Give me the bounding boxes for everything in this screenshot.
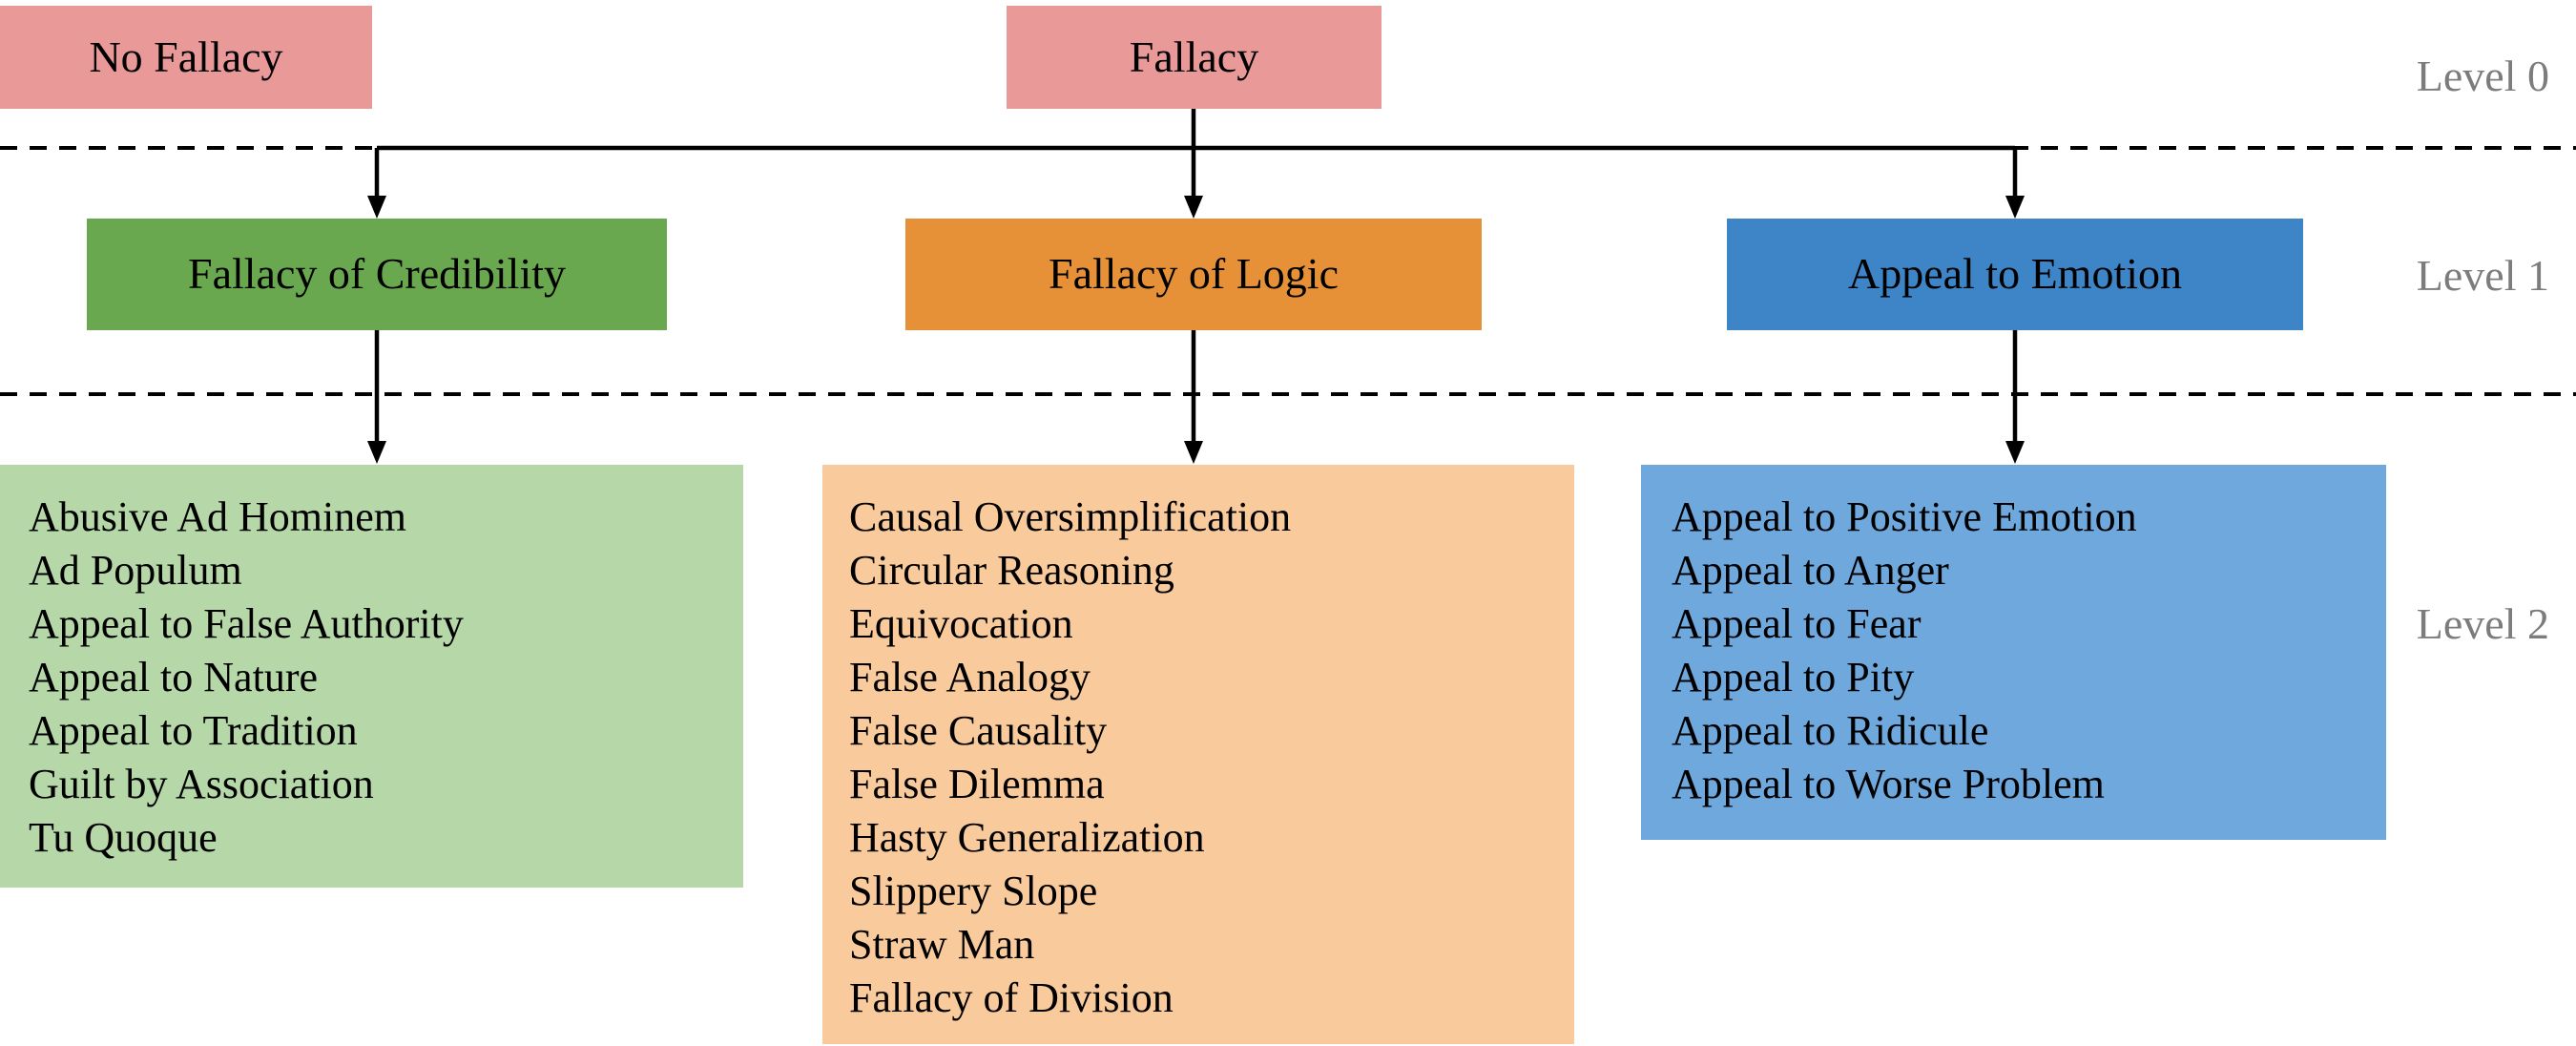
level-1-label: Level 1 [2416,251,2549,300]
level-0-label: Level 0 [2416,52,2549,100]
node-fallacy-of-credibility-label: Fallacy of Credibility [187,249,567,299]
node-fallacy-label: Fallacy [1129,31,1259,81]
list-item: Equivocation [849,600,1073,647]
node-no-fallacy: No Fallacy [0,6,372,109]
node-appeal-to-emotion-label: Appeal to Emotion [1847,249,2183,299]
arrowhead-credibility-to-list [367,441,386,464]
node-fallacy-of-logic-label: Fallacy of Logic [1048,249,1339,299]
arrowhead-logic-to-list [1184,441,1203,464]
list-item: False Dilemma [849,761,1105,807]
node-fallacy: Fallacy [1007,6,1381,109]
list-item: False Causality [849,707,1108,754]
arrowhead-to-credibility [367,196,386,219]
arrowhead-to-logic [1184,196,1203,219]
list-item: Fallacy of Division [849,974,1174,1021]
arrowhead-emotion-to-list [2005,441,2025,464]
list-item: Causal Oversimplification [849,493,1292,540]
list-item: Guilt by Association [29,761,374,807]
list-item: Appeal to Ridicule [1672,707,1989,754]
node-no-fallacy-label: No Fallacy [89,31,283,81]
list-item: Appeal to False Authority [29,600,464,647]
list-item: Appeal to Nature [29,654,318,701]
list-item: Appeal to Positive Emotion [1672,493,2137,540]
list-item: Abusive Ad Hominem [29,493,406,540]
list-item: Appeal to Pity [1672,654,1915,701]
list-item: Appeal to Fear [1672,600,1922,647]
list-item: Hasty Generalization [849,814,1205,861]
list-item: Slippery Slope [849,868,1098,914]
node-fallacy-of-logic: Fallacy of Logic [905,219,1482,330]
list-item: Appeal to Worse Problem [1672,761,2105,807]
list-item: Appeal to Anger [1672,547,1949,594]
level-2-label: Level 2 [2416,599,2549,648]
list-item: Ad Populum [29,547,242,594]
node-appeal-to-emotion: Appeal to Emotion [1727,219,2303,330]
list-item: Circular Reasoning [849,547,1174,594]
list-item: Tu Quoque [29,814,218,861]
list-item: Appeal to Tradition [29,707,358,754]
list-item: False Analogy [849,654,1091,701]
arrowhead-to-emotion [2005,196,2025,219]
list-item: Straw Man [849,921,1035,968]
node-fallacy-of-credibility: Fallacy of Credibility [87,219,667,330]
